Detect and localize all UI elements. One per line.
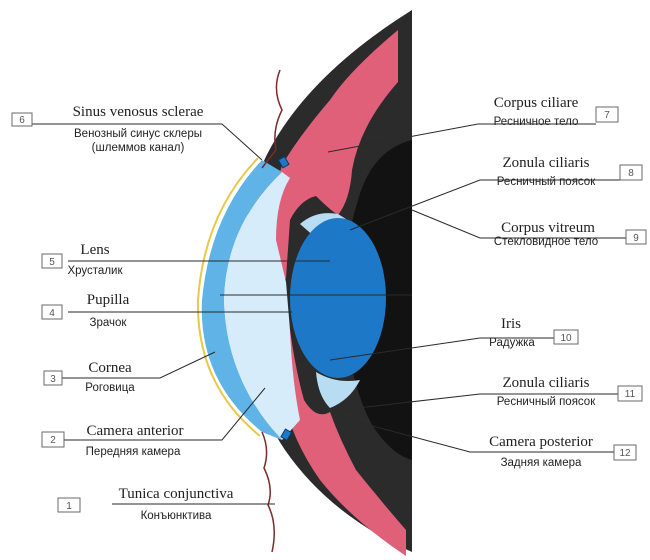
label-11-latin: Zonula ciliaris: [502, 375, 589, 391]
eye-illustration: [198, 10, 412, 556]
label-9: Corpus vitreum Стекловидное тело 9: [494, 220, 646, 248]
conjunctiva-wavy-bottom: [262, 432, 274, 552]
label-12-latin: Camera posterior: [489, 434, 593, 450]
label-5-number: 5: [49, 257, 55, 268]
label-7-russian: Ресничное тело: [494, 116, 579, 128]
label-5-russian: Хрусталик: [67, 265, 123, 277]
label-11-russian: Ресничный поясок: [497, 396, 596, 408]
label-7: Corpus ciliare Ресничное тело 7: [494, 95, 618, 128]
label-10-latin: Iris: [501, 316, 521, 332]
label-9-number: 9: [633, 233, 639, 244]
label-10-russian: Радужка: [489, 337, 535, 349]
label-4-russian: Зрачок: [90, 317, 128, 329]
label-5-latin: Lens: [80, 242, 109, 258]
label-11: Zonula ciliaris Ресничный поясок 11: [497, 375, 642, 408]
label-10: Iris Радужка 10: [489, 316, 578, 349]
label-1-russian: Конъюнктива: [141, 510, 212, 522]
label-7-number: 7: [604, 110, 610, 121]
label-4-number: 4: [49, 308, 55, 319]
label-6-russian: Венозный синус склеры: [74, 128, 202, 140]
label-4: 4 Pupilla Зрачок: [42, 292, 130, 329]
label-8-russian: Ресничный поясок: [497, 176, 596, 188]
label-10-number: 10: [560, 333, 572, 344]
label-3-number: 3: [50, 374, 56, 385]
label-12-russian: Задняя камера: [501, 457, 582, 469]
label-6-latin: Sinus venosus sclerae: [73, 104, 204, 120]
label-3-latin: Cornea: [88, 360, 132, 376]
label-12-number: 12: [619, 448, 631, 459]
label-4-latin: Pupilla: [87, 292, 130, 308]
label-5: 5 Lens Хрусталик: [42, 242, 123, 277]
label-3: 3 Cornea Роговица: [44, 360, 135, 394]
label-11-number: 11: [625, 389, 636, 400]
label-1-number: 1: [66, 501, 72, 512]
label-2-number: 2: [50, 435, 56, 446]
label-3-russian: Роговица: [85, 382, 135, 394]
label-8: Zonula ciliaris Ресничный поясок 8: [497, 155, 642, 188]
label-8-latin: Zonula ciliaris: [502, 155, 589, 171]
label-1-latin: Tunica conjunctiva: [119, 486, 234, 502]
label-2-latin: Camera anterior: [86, 423, 183, 439]
label-7-latin: Corpus ciliare: [494, 95, 579, 111]
label-6-number: 6: [19, 115, 25, 126]
label-2-russian: Передняя камера: [86, 446, 181, 458]
label-9-russian: Стекловидное тело: [494, 236, 598, 248]
label-6: 6 Sinus venosus sclerae Венозный синус с…: [12, 104, 204, 154]
label-6-russian-line2: (шлеммов канал): [92, 142, 185, 154]
label-9-latin: Corpus vitreum: [501, 220, 595, 236]
label-8-number: 8: [628, 168, 634, 179]
